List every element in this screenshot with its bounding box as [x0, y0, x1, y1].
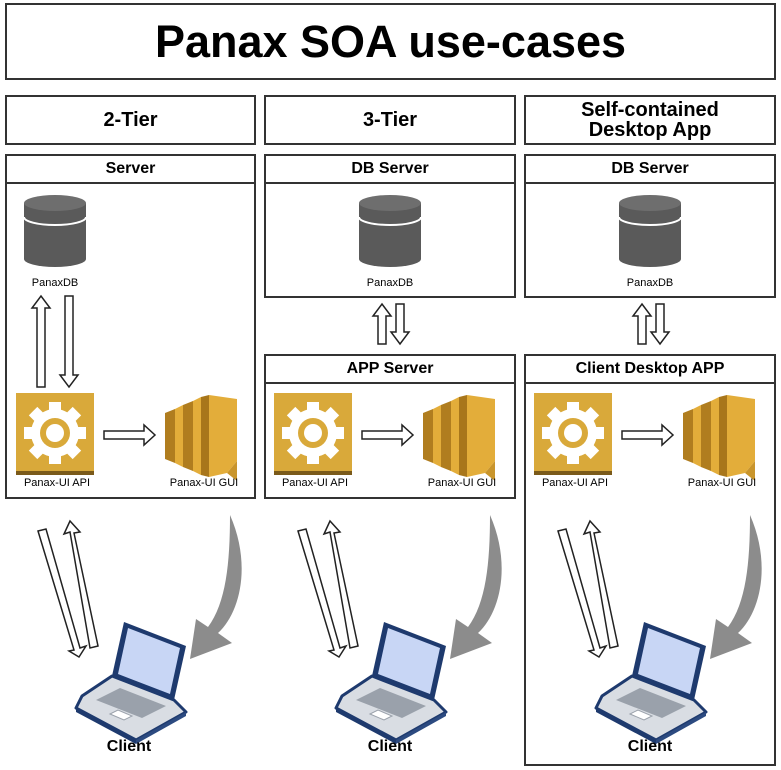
gui-label: Panax-UI GUI: [427, 477, 497, 489]
gui-panels-icon: [423, 395, 495, 481]
column-heading-3tier: 3-Tier: [264, 95, 516, 145]
api-label: Panax-UI API: [541, 477, 609, 489]
gui-panels-icon: [683, 395, 755, 481]
db-server-box-title: DB Server: [526, 156, 774, 184]
client-label: Client: [367, 738, 413, 755]
curved-arrow-icon: [710, 515, 762, 659]
gui-panels-icon: [165, 395, 237, 481]
client-label: Client: [627, 738, 673, 755]
curved-arrow-icon: [450, 515, 502, 659]
client-label: Client: [106, 738, 152, 755]
db-label: PanaxDB: [31, 277, 79, 289]
gui-label: Panax-UI GUI: [687, 477, 757, 489]
api-gear-icon: [274, 393, 352, 475]
db-label: PanaxDB: [366, 277, 414, 289]
database-icon: [618, 194, 682, 268]
server-box-title: Server: [7, 156, 254, 184]
right-arrow: [621, 423, 675, 447]
client-request-arrows: [37, 519, 99, 659]
gui-label: Panax-UI GUI: [169, 477, 239, 489]
api-label: Panax-UI API: [23, 477, 91, 489]
bidirectional-arrow: [30, 294, 80, 389]
column-heading-2tier: 2-Tier: [5, 95, 256, 145]
client-request-arrows: [557, 519, 619, 659]
db-label: PanaxDB: [626, 277, 674, 289]
client-request-arrows: [297, 519, 359, 659]
right-arrow: [361, 423, 415, 447]
bidirectional-arrow: [371, 302, 411, 346]
client-desktop-app-box-title: Client Desktop APP: [526, 356, 774, 384]
db-server-box-title: DB Server: [266, 156, 514, 184]
api-label: Panax-UI API: [281, 477, 349, 489]
database-icon: [358, 194, 422, 268]
bidirectional-arrow: [631, 302, 671, 346]
column-heading-desktop: Self-contained Desktop App: [524, 95, 776, 145]
api-gear-icon: [534, 393, 612, 475]
diagram-title: Panax SOA use-cases: [5, 3, 776, 80]
database-icon: [23, 194, 87, 268]
api-gear-icon: [16, 393, 94, 475]
right-arrow: [103, 423, 157, 447]
curved-arrow-icon: [190, 515, 242, 659]
app-server-box-title: APP Server: [266, 356, 514, 384]
